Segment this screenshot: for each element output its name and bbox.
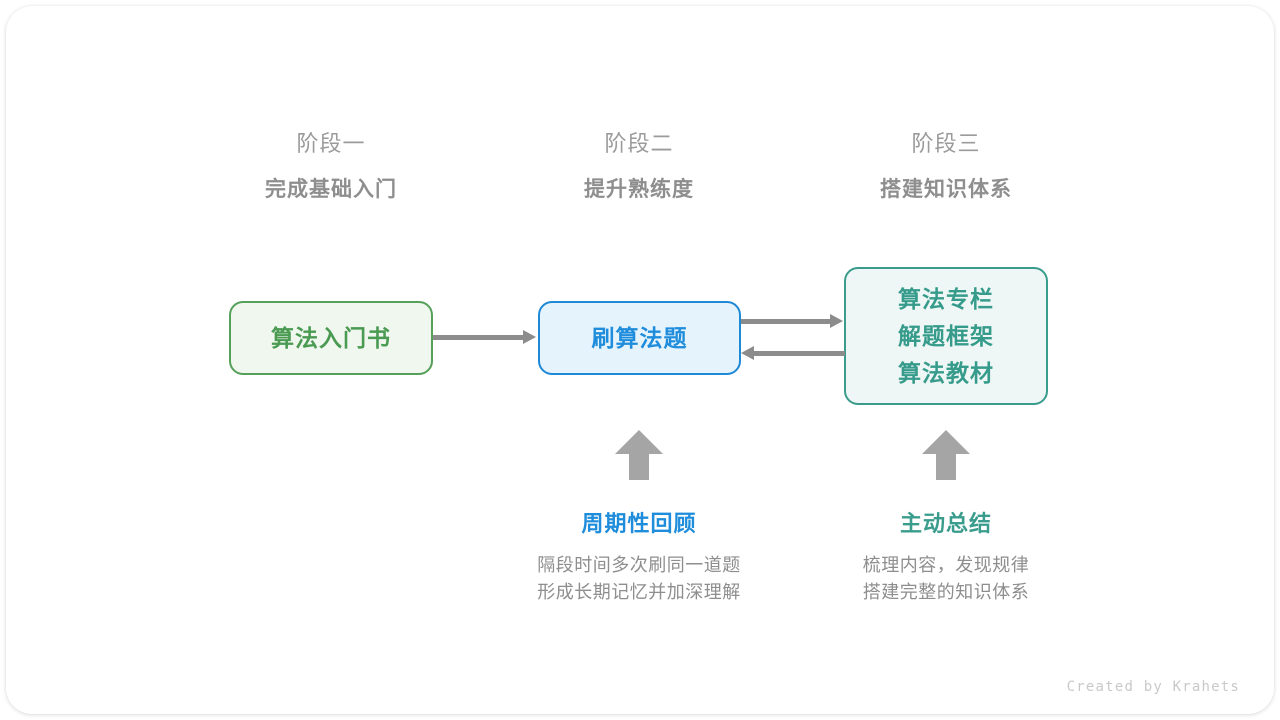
arrow-head-left [741, 346, 754, 360]
stage-goal-2: 提升熟练度 [584, 178, 694, 201]
arrow-up-stem [936, 450, 956, 480]
note-desc-line: 搭建完整的知识体系 [862, 582, 1030, 602]
arrow-up-review-icon [615, 430, 663, 480]
stage-name-2: 阶段二 [604, 131, 674, 156]
node-resources-line-2: 解题框架 [898, 322, 994, 349]
note-title-active-summary: 主动总结 [899, 511, 992, 536]
arrow-up-summary-icon [922, 430, 970, 480]
stage-goal-1: 完成基础入门 [265, 178, 397, 201]
note-periodic-review: 周期性回顾 隔段时间多次刷同一道题 形成长期记忆并加深理解 [489, 509, 789, 606]
stage-name-1: 阶段一 [296, 131, 366, 156]
arrow-book-to-practice-icon [433, 330, 538, 344]
node-practice-line-1: 刷算法题 [591, 324, 688, 351]
note-title-periodic-review: 周期性回顾 [581, 511, 697, 536]
arrow-head-right [523, 330, 536, 344]
note-desc-active-summary: 梳理内容，发现规律 搭建完整的知识体系 [796, 552, 1096, 606]
arrow-shaft [741, 319, 832, 324]
node-resources-line-1: 算法专栏 [898, 285, 994, 312]
node-resources-line-3: 算法教材 [898, 359, 994, 386]
note-desc-line: 隔段时间多次刷同一道题 [537, 555, 741, 575]
node-learning-resources[interactable]: 算法专栏 解题框架 算法教材 [844, 267, 1048, 405]
arrow-resources-to-practice-icon [741, 346, 846, 360]
stage-name-3: 阶段三 [911, 131, 981, 156]
arrow-shaft [754, 351, 845, 356]
stage-header-2: 阶段二 提升熟练度 [519, 129, 759, 205]
node-algorithm-intro-book[interactable]: 算法入门书 [229, 301, 433, 375]
stage-header-3: 阶段三 搭建知识体系 [826, 129, 1066, 205]
note-desc-line: 梳理内容，发现规律 [862, 555, 1030, 575]
credit-label: Created by Krahets [1066, 679, 1240, 695]
stage-header-1: 阶段一 完成基础入门 [211, 129, 451, 205]
note-desc-periodic-review: 隔段时间多次刷同一道题 形成长期记忆并加深理解 [489, 552, 789, 606]
node-book-line-1: 算法入门书 [271, 324, 391, 351]
arrow-head-right [830, 314, 843, 328]
stage-goal-3: 搭建知识体系 [880, 178, 1012, 201]
note-active-summary: 主动总结 梳理内容，发现规律 搭建完整的知识体系 [796, 509, 1096, 606]
arrow-shaft [433, 335, 525, 340]
arrow-practice-to-resources-icon [741, 314, 846, 328]
node-practice-problems[interactable]: 刷算法题 [538, 301, 741, 375]
arrow-up-stem [629, 450, 649, 480]
note-desc-line: 形成长期记忆并加深理解 [537, 582, 741, 602]
